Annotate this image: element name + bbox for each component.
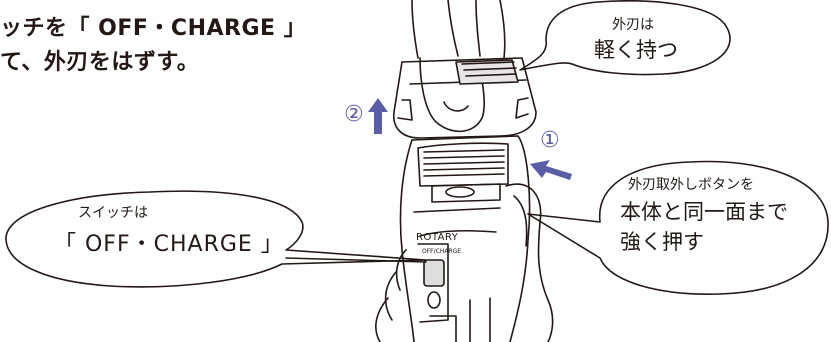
device-brand-label: ROTARY bbox=[416, 232, 458, 243]
callout-outer-blade-title: 外刃は bbox=[612, 14, 654, 34]
step1-arrow bbox=[530, 160, 572, 180]
step2-arrow bbox=[368, 98, 388, 134]
callout-outer-blade-body: 軽く持つ bbox=[594, 34, 678, 64]
callout-release-title: 外刃取外しボタンを bbox=[628, 174, 754, 194]
callout-switch-title: スイッチは bbox=[78, 202, 148, 222]
instruction-line-1: ッチを「 OFF・CHARGE 」 bbox=[0, 10, 306, 42]
callout-release-body-line1: 本体と同一面まで bbox=[620, 196, 788, 226]
outer-blade-unit bbox=[394, 58, 536, 138]
callout-switch-body: 「 OFF・CHARGE 」 bbox=[54, 226, 284, 258]
callout-release-body-line2: 強く押す bbox=[620, 226, 704, 256]
device-switch-label: OFF/CHARGE bbox=[422, 248, 461, 255]
step1-label: ① bbox=[540, 128, 560, 153]
step2-label: ② bbox=[344, 102, 364, 127]
instruction-line-2: て、外刃をはずす。 bbox=[0, 44, 199, 76]
